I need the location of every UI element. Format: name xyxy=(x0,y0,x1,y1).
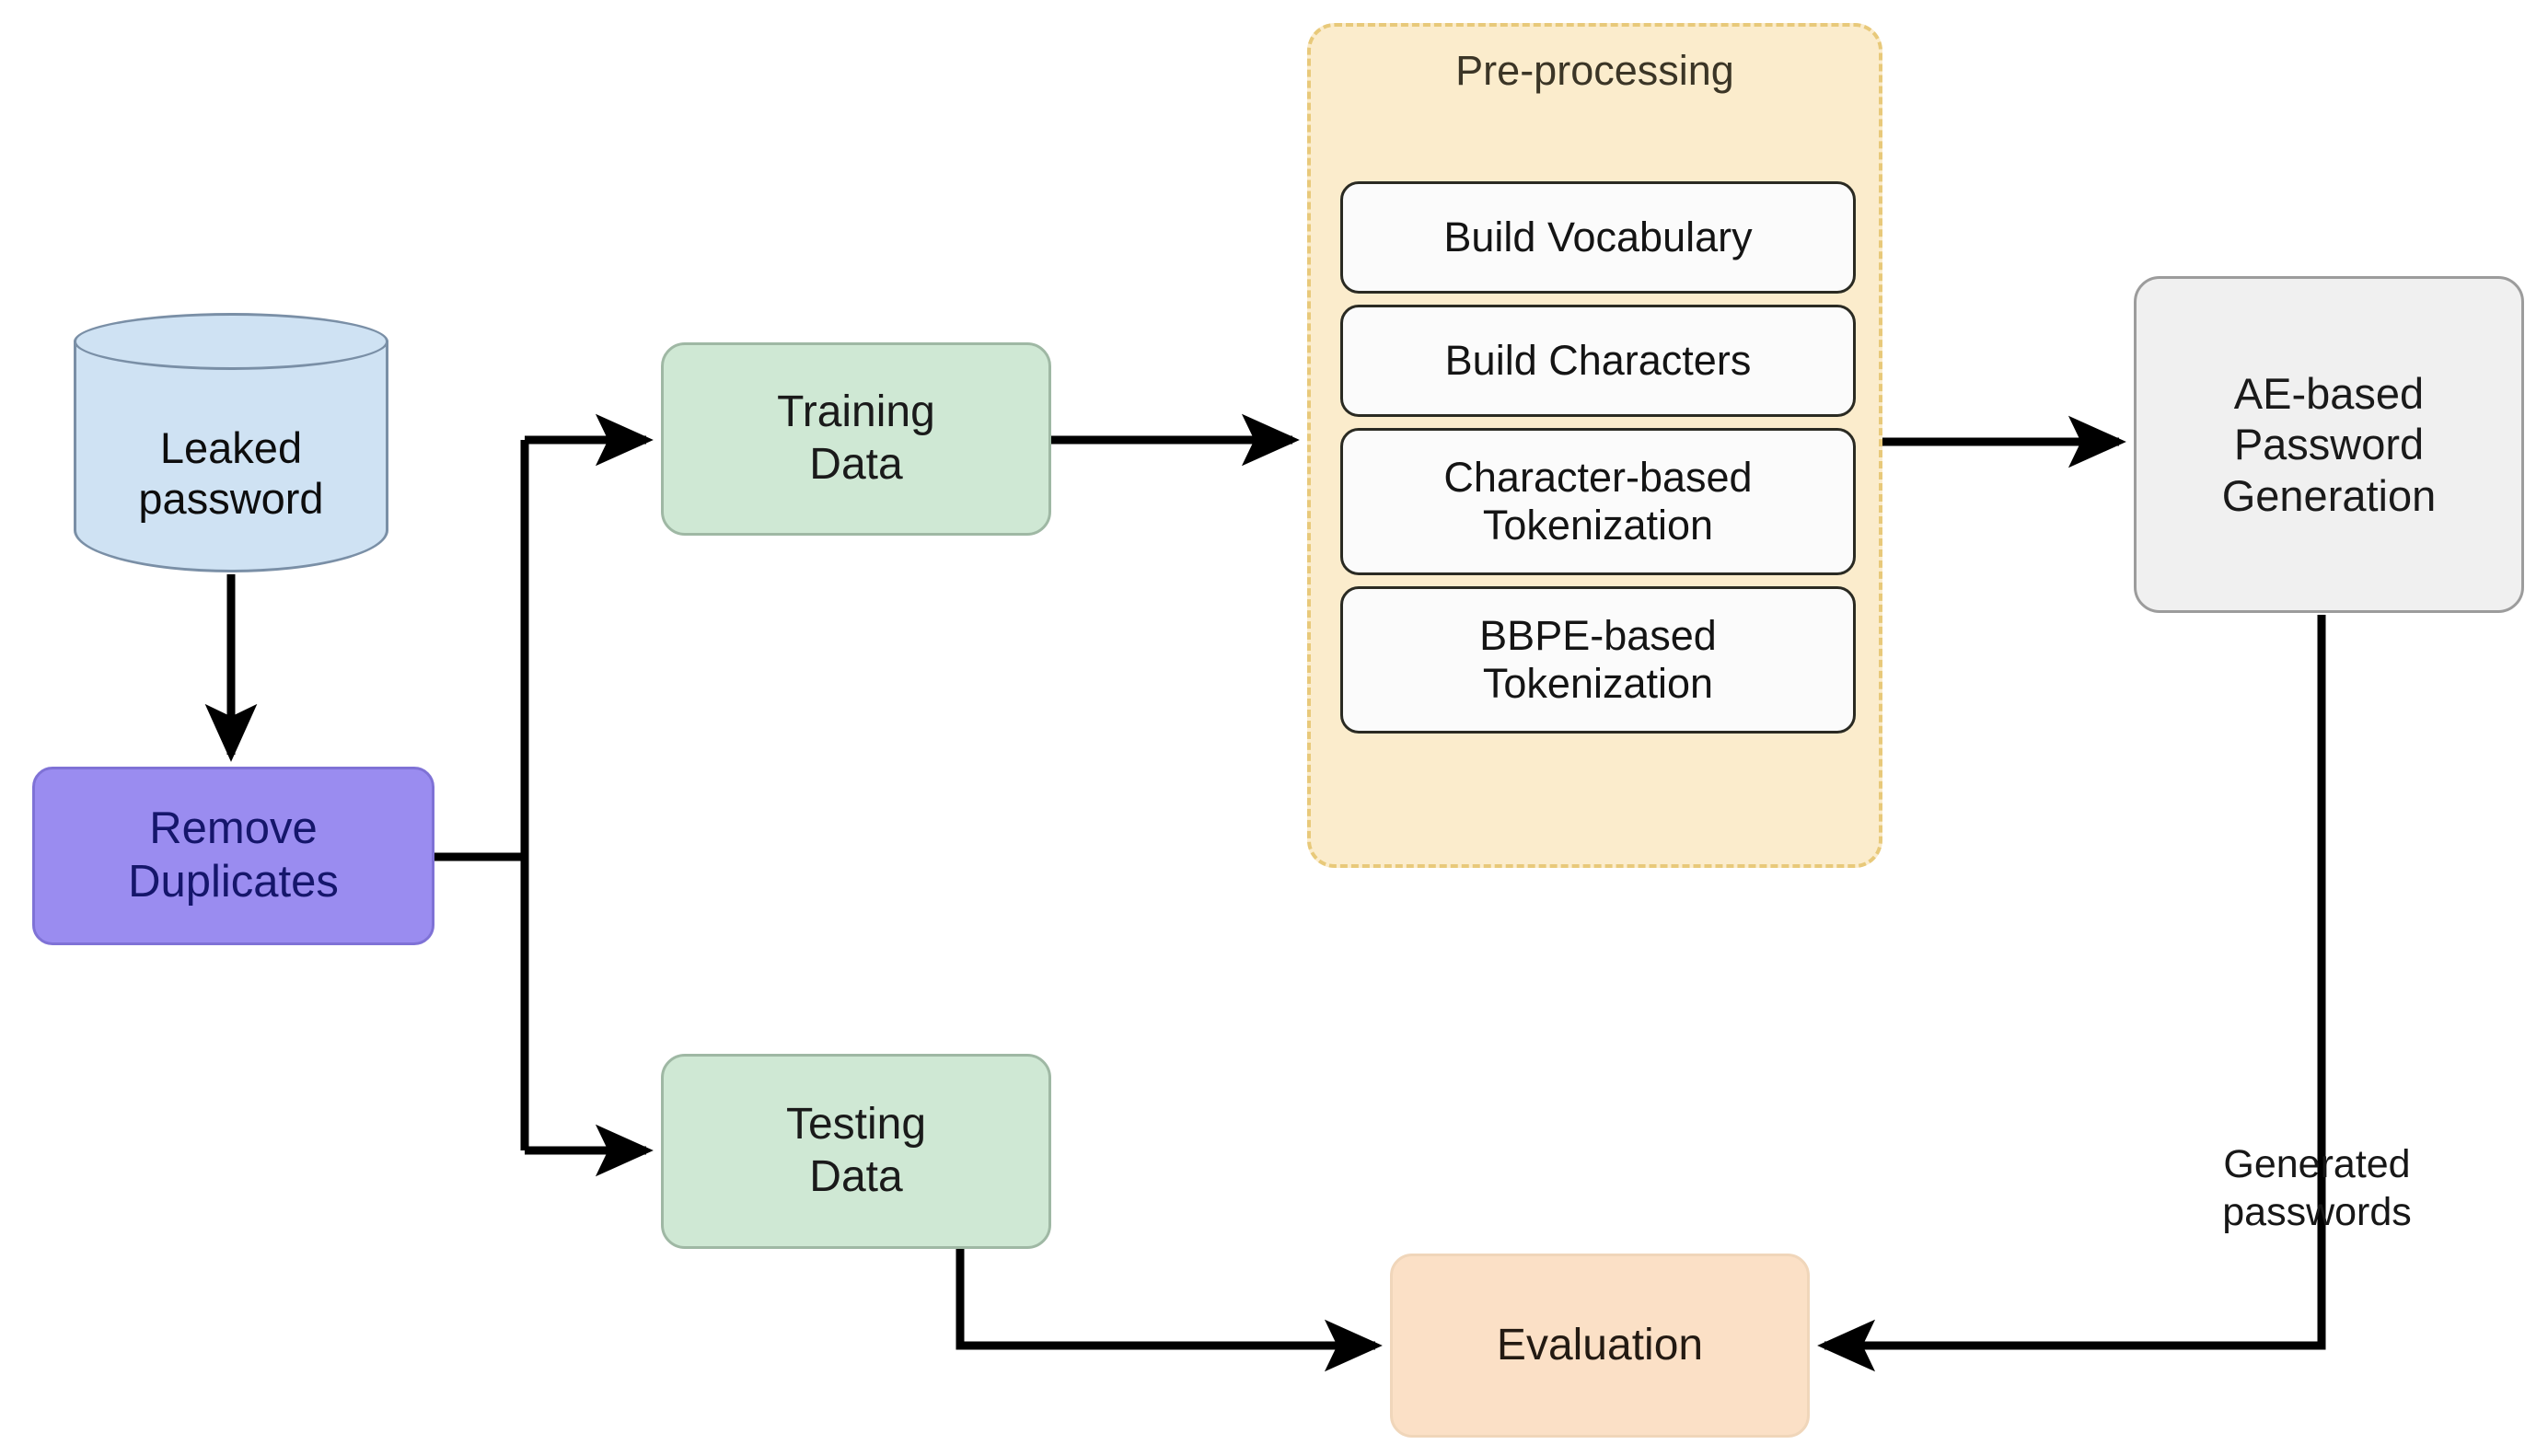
node-build-characters[interactable]: Build Characters xyxy=(1340,305,1856,417)
node-build-vocabulary[interactable]: Build Vocabulary xyxy=(1340,181,1856,294)
node-remove-duplicates[interactable]: Remove Duplicates xyxy=(32,767,434,945)
edge-testing-to-evaluation xyxy=(956,1249,1383,1372)
node-evaluation[interactable]: Evaluation xyxy=(1390,1254,1810,1438)
database-label: Leaked password xyxy=(138,422,324,523)
group-preprocessing[interactable]: Pre-processing Build Vocabulary Build Ch… xyxy=(1307,23,1882,868)
node-character-based-tokenization[interactable]: Character-based Tokenization xyxy=(1340,428,1856,575)
node-ae-based-password-generation[interactable]: AE-based Password Generation xyxy=(2134,276,2524,613)
node-testing-data[interactable]: Testing Data xyxy=(661,1054,1051,1249)
cylinder-body-shape xyxy=(74,341,388,572)
cylinder-top-ellipse xyxy=(74,313,388,370)
edge-label-generated-passwords: Generated passwords xyxy=(2222,1142,2412,1234)
database-leaked-password[interactable]: Leaked password xyxy=(74,313,388,572)
group-preprocessing-title: Pre-processing xyxy=(1455,47,1734,94)
node-bbpe-based-tokenization[interactable]: BBPE-based Tokenization xyxy=(1340,586,1856,734)
node-training-data[interactable]: Training Data xyxy=(661,342,1051,536)
